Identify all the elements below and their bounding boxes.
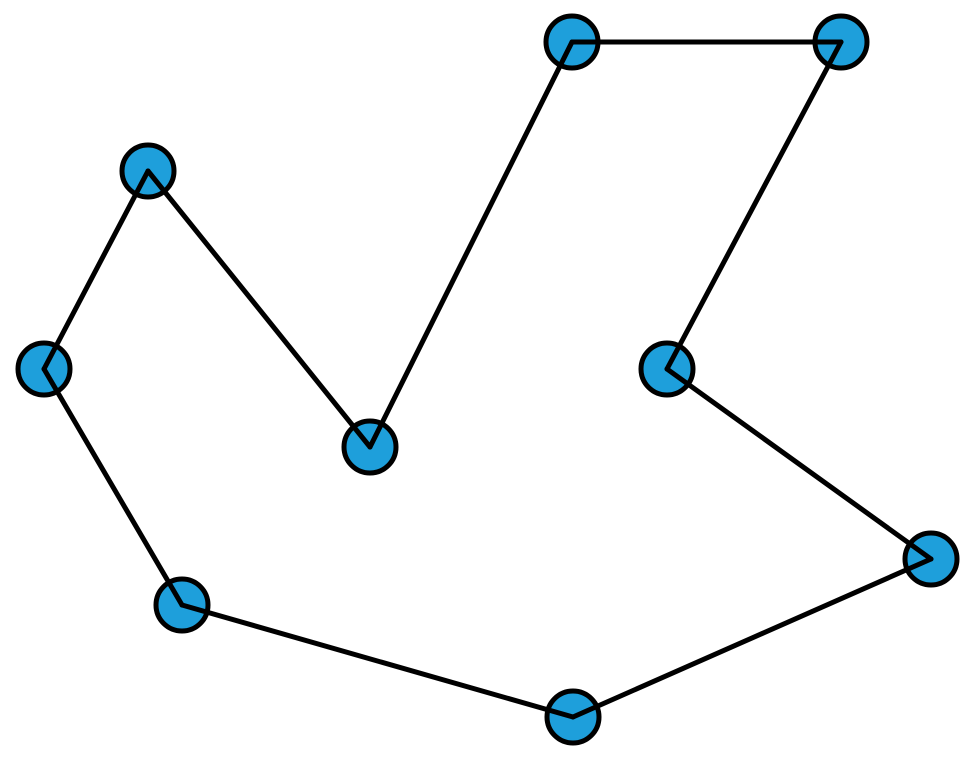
edges-layer	[41, 39, 934, 720]
edge-node-center-to-node-top-middle	[367, 39, 575, 450]
edge-node-bottom-left-to-node-left	[41, 366, 185, 608]
edge-node-left-to-node-upper-left	[41, 168, 151, 372]
edge-node-far-right-to-node-bottom-center	[570, 556, 934, 720]
nodes-layer	[15, 13, 960, 746]
edge-node-bottom-center-to-node-bottom-left	[179, 602, 576, 720]
edge-node-right-middle-to-node-far-right	[664, 366, 934, 562]
edge-node-upper-left-to-node-center	[145, 168, 373, 450]
edge-node-top-right-to-node-right-middle	[664, 39, 844, 372]
